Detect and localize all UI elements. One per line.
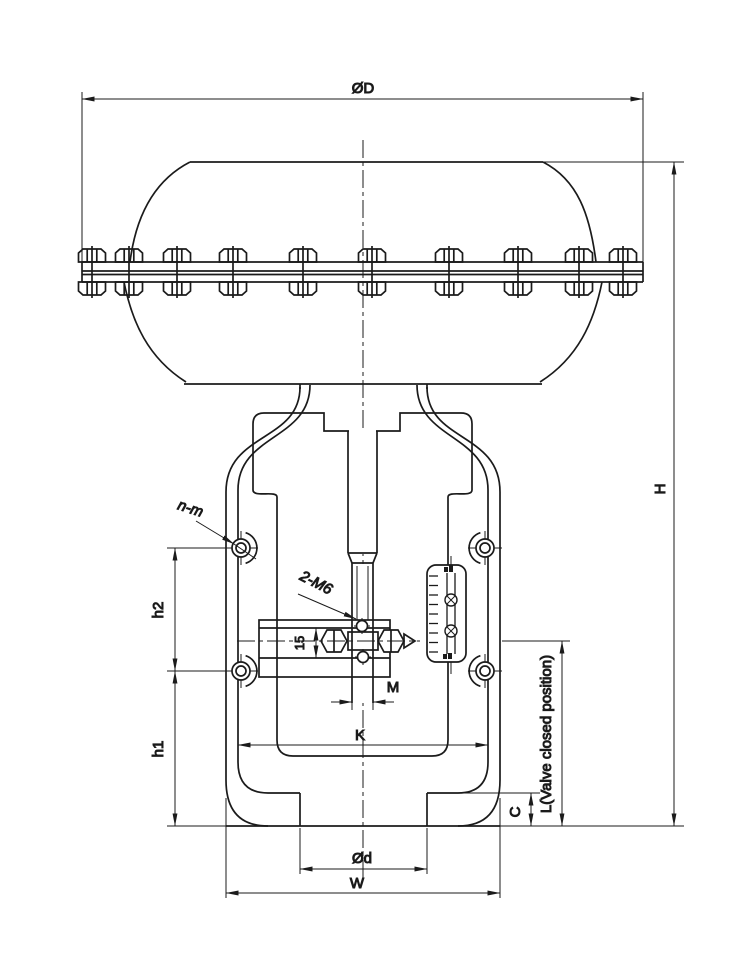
- indicator-top-mark: [444, 567, 448, 572]
- indicator-screw-lower: [444, 624, 458, 638]
- yoke: [225, 384, 501, 827]
- dimension-15: 15: [292, 627, 319, 659]
- indicator-screw-upper: [444, 593, 458, 607]
- dim-label-n-m: n-m: [175, 497, 205, 521]
- dim-label-15: 15: [292, 636, 307, 650]
- dim-label-L: L(Valve closed position): [538, 655, 555, 813]
- scale-ticks: [429, 575, 438, 653]
- dimension-C: C: [458, 792, 540, 827]
- dimensions: ØD H h2 h1 n-m 2-M6: [81, 80, 684, 898]
- flange-bolts: [77, 245, 638, 299]
- dimension-M: M: [331, 679, 400, 710]
- travel-indicator-scale: [426, 556, 467, 674]
- dimension-h1: h1: [150, 670, 226, 827]
- dimension-L: L(Valve closed position): [502, 640, 570, 827]
- dimension-phi-D: ØD: [81, 80, 644, 262]
- dimension-2-M6-leader: 2-M6: [296, 567, 357, 620]
- dimension-h2: h2: [150, 547, 228, 672]
- dim-label-h1: h1: [150, 741, 167, 758]
- stem-connector-clamp: [237, 618, 420, 678]
- dimension-W: W: [225, 798, 501, 898]
- dim-label-K: K: [355, 727, 365, 744]
- dim-label-W: W: [350, 875, 365, 892]
- dimension-phi-d: Ød: [299, 828, 428, 874]
- dim-label-phi-d: Ød: [352, 850, 372, 867]
- clamp-screw-top: [354, 618, 370, 634]
- upper-diaphragm-case: [129, 161, 597, 263]
- dimension-K: K: [237, 727, 489, 748]
- dim-label-M: M: [387, 679, 400, 696]
- dim-label-h2: h2: [150, 602, 167, 619]
- dim-label-H: H: [652, 484, 669, 495]
- dim-label-C: C: [507, 806, 524, 817]
- clamp-screw-bottom: [355, 649, 371, 665]
- indicator-bottom-mark: [443, 654, 447, 659]
- dim-label-2-M6: 2-M6: [296, 567, 336, 598]
- yoke-window: [252, 412, 473, 757]
- dim-label-phi-D: ØD: [352, 80, 375, 97]
- lower-diaphragm-case: [123, 281, 603, 385]
